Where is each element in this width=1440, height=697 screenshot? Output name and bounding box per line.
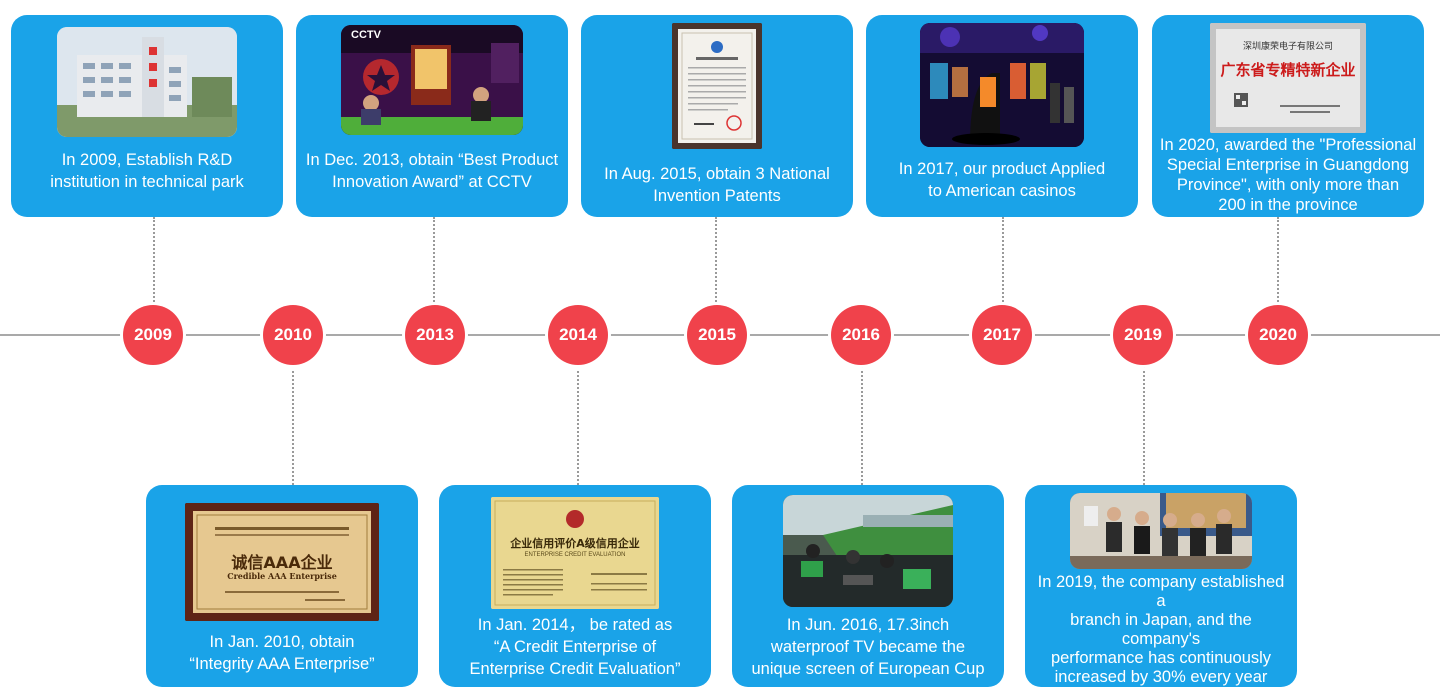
caption-line: In Jan. 2010, obtain	[209, 633, 355, 651]
caption-line: In Dec. 2013, obtain “Best Product	[305, 151, 559, 169]
connector-2020	[1277, 217, 1279, 305]
year-marker-2020: 2020	[1248, 305, 1308, 365]
plaque-top-text: 深圳康荣电子有限公司	[1242, 42, 1333, 52]
caption-line: In Jan. 2014， be rated as	[477, 616, 673, 634]
cctv-logo: CCTV	[351, 29, 381, 41]
integrity-plaque-icon: 诚信AAA企业 Credible AAA Enterprise	[185, 503, 379, 621]
connector-2016	[861, 366, 863, 485]
connector-2009	[153, 217, 155, 305]
year-marker-2009: 2009	[123, 305, 183, 365]
year-marker-2017: 2017	[972, 305, 1032, 365]
year-marker-2015: 2015	[687, 305, 747, 365]
caption-line: waterproof TV became the	[770, 638, 966, 656]
connector-2014	[577, 366, 579, 485]
connector-2017	[1002, 217, 1004, 305]
caption-line: to American casinos	[928, 182, 1076, 200]
caption-line: 200 in the province	[1218, 196, 1358, 214]
team-photo-icon	[1070, 493, 1252, 569]
milestone-card-2010: 诚信AAA企业 Credible AAA Enterprise In Jan. …	[146, 485, 418, 687]
connector-2010	[292, 366, 294, 485]
connector-2019	[1143, 366, 1145, 485]
caption-line: unique screen of European Cup	[751, 660, 985, 678]
cert-sub-text: ENTERPRISE CREDIT EVALUATION	[524, 552, 626, 558]
cert-main-text: 企业信用评价A级信用企业	[510, 537, 640, 550]
caption-line: In 2019, the company established a	[1037, 573, 1285, 610]
caption-line: Special Enterprise in Guangdong	[1166, 156, 1410, 174]
year-marker-2010: 2010	[263, 305, 323, 365]
milestone-card-2019: In 2019, the company established a branc…	[1025, 485, 1297, 687]
caption-line: performance has continuously	[1050, 649, 1272, 667]
milestone-card-2017: In 2017, our product Applied to American…	[866, 15, 1138, 217]
caption-line: “A Credit Enterprise of	[493, 638, 657, 656]
milestone-card-2020: 深圳康荣电子有限公司 广东省专精特新企业 In 2020, awarded th…	[1152, 15, 1424, 217]
milestone-card-2016: In Jun. 2016, 17.3inch waterproof TV bec…	[732, 485, 1004, 687]
credit-certificate-icon: 企业信用评价A级信用企业 ENTERPRISE CREDIT EVALUATIO…	[491, 497, 659, 609]
year-marker-2013: 2013	[405, 305, 465, 365]
caption-line: In 2020, awarded the "Professional	[1159, 136, 1417, 154]
stadium-photo-icon	[783, 495, 953, 607]
connector-2013	[433, 217, 435, 305]
caption-line: Enterprise Credit Evaluation”	[469, 660, 681, 678]
year-marker-2014: 2014	[548, 305, 608, 365]
building-photo-icon	[57, 27, 237, 137]
connector-2015	[715, 217, 717, 305]
caption-line: Innovation Award” at CCTV	[332, 173, 532, 191]
plaque-sub-text: Credible AAA Enterprise	[227, 571, 337, 581]
caption-line: Province", with only more than	[1176, 176, 1400, 194]
milestone-card-2013: CCTV In Dec. 2013, obtain “Best Product …	[296, 15, 568, 217]
patent-certificate-icon	[672, 23, 762, 149]
milestone-card-2015: In Aug. 2015, obtain 3 National Inventio…	[581, 15, 853, 217]
year-marker-2019: 2019	[1113, 305, 1173, 365]
caption-line: Invention Patents	[653, 187, 781, 205]
milestone-card-2009: In 2009, Establish R&D institution in te…	[11, 15, 283, 217]
plaque-main-text: 诚信AAA企业	[231, 553, 333, 572]
caption-line: institution in technical park	[50, 173, 244, 191]
caption-line: In 2017, our product Applied	[898, 160, 1106, 178]
caption-line: branch in Japan, and the company's	[1070, 611, 1252, 648]
tv-studio-photo-icon: CCTV	[341, 25, 523, 135]
caption-line: “Integrity AAA Enterprise”	[189, 655, 375, 673]
year-marker-2016: 2016	[831, 305, 891, 365]
caption-line: In Aug. 2015, obtain 3 National	[604, 165, 830, 183]
milestone-card-2014: 企业信用评价A级信用企业 ENTERPRISE CREDIT EVALUATIO…	[439, 485, 711, 687]
caption-line: In 2009, Establish R&D	[61, 151, 233, 169]
casino-machine-photo-icon	[920, 23, 1084, 147]
caption-line: In Jun. 2016, 17.3inch	[786, 616, 950, 634]
award-plaque-icon: 深圳康荣电子有限公司 广东省专精特新企业	[1210, 23, 1366, 133]
plaque-main-text: 广东省专精特新企业	[1220, 61, 1356, 79]
caption-line: increased by 30% every year	[1054, 668, 1268, 686]
